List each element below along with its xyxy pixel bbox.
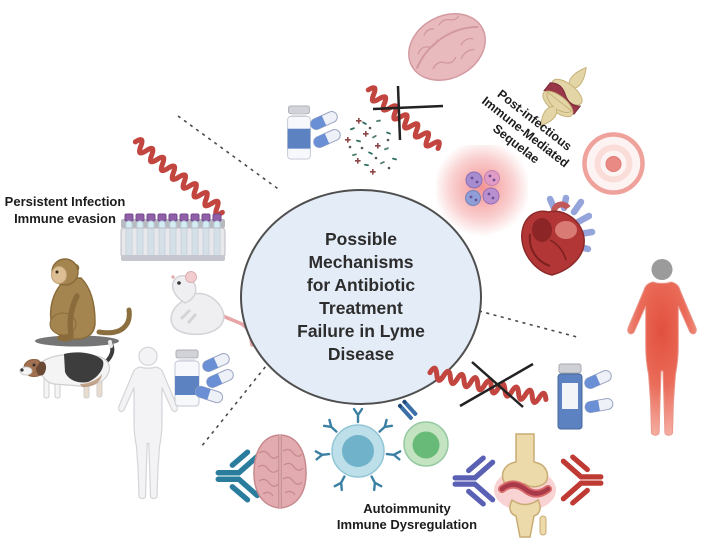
persistent-infection-label-line1: Persistent Infection	[4, 194, 126, 209]
autoimmunity-label-line1: Autoimmunity	[363, 501, 451, 516]
brain-icon	[408, 13, 486, 81]
center-title-line4: Treatment	[319, 298, 403, 318]
immune-cell-cluster-icon	[465, 170, 500, 206]
autoimmunity-label-line2: Immune Dysregulation	[336, 517, 478, 532]
capsule-icon	[202, 353, 230, 372]
dashed-connector-right	[478, 310, 578, 338]
center-title-line6: Disease	[327, 344, 395, 364]
bacteria-fragments-icon	[345, 118, 397, 175]
test-tube-rack-icon	[120, 213, 226, 261]
antibody-icon	[215, 449, 260, 503]
autoimmunity-label: Autoimmunity Immune Dysregulation	[324, 501, 490, 533]
pill-bottle-icon	[174, 349, 200, 407]
b-cell-icon	[314, 407, 402, 492]
heart-icon	[521, 194, 596, 276]
crossed-out-spirochete-icon	[427, 365, 549, 405]
center-title-line3: for Antibiotic	[306, 275, 416, 295]
capsule-icon	[194, 385, 224, 404]
center-title-line2: Mechanisms	[308, 252, 414, 272]
human-silhouette-icon	[117, 346, 179, 500]
dog-icon	[19, 340, 115, 399]
cross-mark-icon	[372, 85, 444, 141]
antibody-icon	[452, 455, 496, 507]
inflamed-joint-icon	[540, 66, 587, 127]
cross-mark-icon	[459, 361, 534, 408]
center-title-line5: Failure in Lyme	[297, 321, 425, 341]
center-title-line1: Possible	[325, 229, 397, 249]
inflammation-glow	[436, 145, 528, 237]
capsule-icon	[310, 111, 338, 130]
inflamed-knee-icon	[494, 433, 556, 538]
pill-bottle-icon	[557, 363, 583, 430]
capsule-icon	[313, 129, 341, 148]
capsule-icon	[584, 398, 614, 413]
human-body-inflamed-icon	[627, 258, 697, 436]
pill-bottle-icon	[287, 105, 311, 160]
rat-icon	[170, 271, 254, 347]
capsule-icon	[206, 369, 234, 388]
erythema-migrans-rash-icon	[582, 132, 645, 195]
persistent-infection-label: Persistent Infection Immune evasion	[0, 193, 130, 227]
persistent-infection-label-line2: Immune evasion	[14, 211, 116, 226]
monkey-icon	[35, 258, 132, 347]
crossed-out-spirochete-icon	[365, 85, 442, 151]
brain-icon	[253, 434, 307, 509]
antibody-icon	[560, 454, 604, 506]
plasma-cell-icon	[397, 399, 449, 467]
spirochete-icon	[132, 137, 225, 218]
capsule-icon	[584, 370, 612, 389]
